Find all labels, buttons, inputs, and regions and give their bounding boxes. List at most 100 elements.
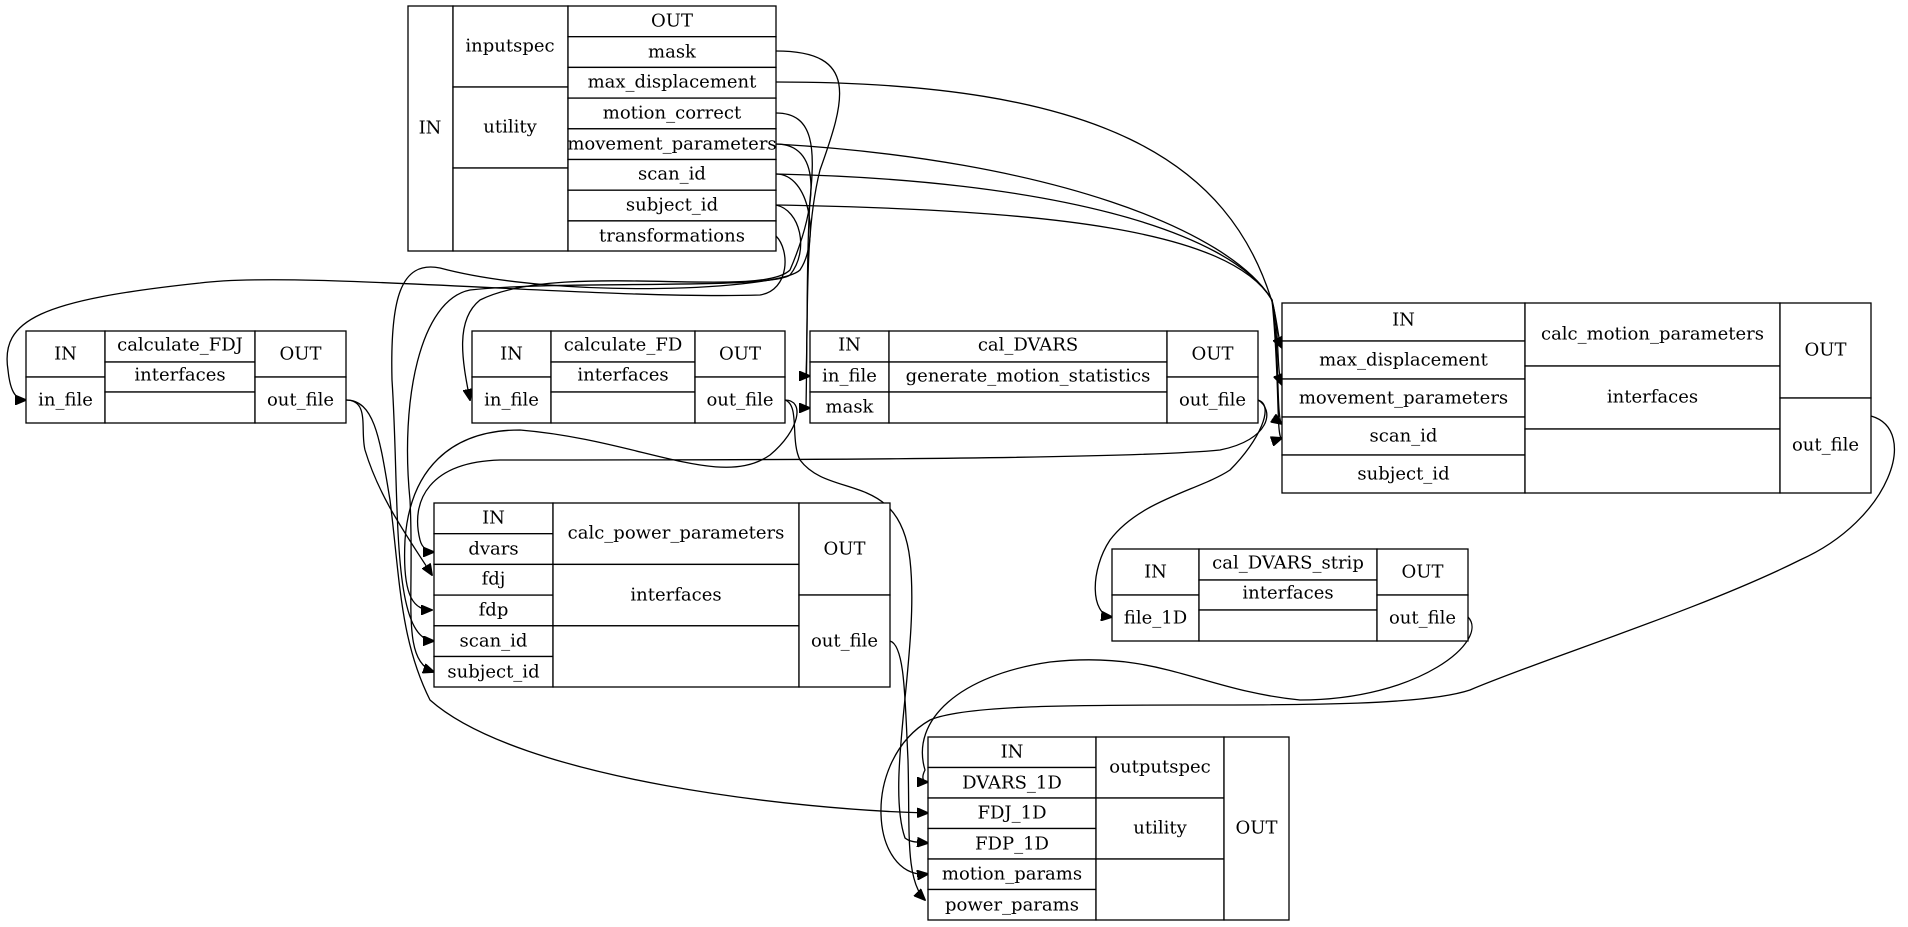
port-cell[interactable]: [567, 220, 777, 252]
calc-motion-blank-cell: [1524, 428, 1781, 494]
calc-motion-out-cell: [1779, 302, 1872, 399]
calculate-fdj-out-label: OUT: [280, 344, 322, 365]
port-dvars: dvars: [468, 539, 518, 560]
edge-scan-id-power: [391, 173, 811, 641]
cal-dvars-type-cell: [888, 361, 1168, 393]
port-cell[interactable]: [1281, 378, 1526, 418]
node-cal-dvars-strip[interactable]: IN file_1D cal_DVARS_strip interfaces OU…: [1111, 548, 1469, 642]
calculate-fd-in-cell: [471, 330, 552, 378]
edge-movement-params-to-fd: [461, 143, 812, 400]
port-motion-params: motion_params: [942, 864, 1082, 885]
calc-power-type: interfaces: [630, 585, 721, 606]
port-in-file: in_file: [38, 390, 93, 411]
inputspec-out-cell: [567, 5, 777, 38]
port-cell[interactable]: [927, 858, 1097, 891]
port-out-file: out_file: [1792, 435, 1859, 456]
node-cal-dvars[interactable]: IN in_file mask cal_DVARS generate_motio…: [809, 330, 1259, 424]
edge-strip-to-outputspec: [922, 616, 1473, 782]
outputspec-out-cell: [1223, 736, 1290, 921]
port-cell[interactable]: [1281, 340, 1526, 380]
port-cell[interactable]: [567, 97, 777, 130]
cal-dvars-strip-blank-cell: [1198, 609, 1378, 642]
port-mask: mask: [648, 42, 697, 63]
port-cell[interactable]: [798, 594, 891, 688]
port-motion-correct: motion_correct: [603, 103, 742, 124]
port-cell[interactable]: [927, 827, 1097, 860]
port-cell[interactable]: [694, 376, 786, 424]
calc-motion-name: calc_motion_parameters: [1541, 324, 1764, 345]
port-dvars-1d: DVARS_1D: [962, 773, 1062, 794]
cal-dvars-strip-in-cell: [1111, 548, 1200, 596]
port-cell[interactable]: [1281, 454, 1526, 494]
outputspec-type-cell: [1095, 797, 1225, 860]
port-in-file: in_file: [822, 366, 877, 387]
cal-dvars-strip-type: interfaces: [1242, 583, 1333, 604]
calculate-fdj-blank-cell: [104, 391, 256, 424]
port-cell[interactable]: [254, 376, 347, 424]
node-calculate-fdj[interactable]: IN in_file calculate_FDJ interfaces OUT …: [25, 330, 347, 424]
port-fdj-1d: FDJ_1D: [977, 803, 1046, 824]
port-max-displacement: max_displacement: [588, 72, 758, 93]
port-cell[interactable]: [1376, 594, 1469, 642]
port-fdj: fdj: [482, 569, 506, 590]
node-outputspec[interactable]: IN DVARS_1D FDJ_1D FDP_1D motion_params …: [927, 736, 1290, 921]
calculate-fdj-type-cell: [104, 361, 256, 393]
calculate-fd-name-cell: [550, 330, 696, 363]
port-scan-id: scan_id: [460, 631, 528, 652]
edge-motion-to-outputspec: [880, 415, 1896, 874]
calculate-fd-type-cell: [550, 361, 696, 393]
node-inputspec[interactable]: IN inputspec utility OUT mask max_displa…: [407, 5, 777, 252]
port-out-file: out_file: [1389, 608, 1456, 629]
port-subject-id: subject_id: [626, 195, 718, 216]
port-cell[interactable]: [927, 797, 1097, 830]
cal-dvars-in-label: IN: [838, 335, 861, 356]
port-cell[interactable]: [567, 128, 777, 161]
edge-subject-id-power: [406, 204, 802, 672]
port-cell[interactable]: [1166, 376, 1259, 424]
port-cell[interactable]: [567, 189, 777, 222]
calc-motion-in-label: IN: [1392, 310, 1415, 331]
calculate-fd-out-cell: [694, 330, 786, 378]
port-cell[interactable]: [567, 36, 777, 69]
calculate-fdj-out-cell: [254, 330, 347, 378]
port-cell[interactable]: [1111, 594, 1200, 642]
calc-power-out-cell: [798, 502, 891, 596]
edges: [6, 50, 1896, 900]
edge-scan-id-motion: [775, 173, 1282, 424]
port-cell[interactable]: [1281, 416, 1526, 456]
edge-fd-to-power: [403, 399, 798, 610]
calc-motion-out-label: OUT: [1805, 340, 1847, 361]
port-movement-parameters: movement_parameters: [1299, 388, 1508, 409]
port-cell[interactable]: [433, 625, 554, 658]
calculate-fd-blank-cell: [550, 391, 696, 424]
outputspec-in-label: IN: [1001, 742, 1024, 763]
node-calc-power-parameters[interactable]: IN dvars fdj fdp scan_id subject_id calc…: [433, 502, 891, 688]
edge-fd-to-outputspec: [784, 399, 928, 843]
cal-dvars-name-cell: [888, 330, 1168, 363]
inputspec-name: inputspec: [465, 36, 554, 57]
cal-dvars-strip-name: cal_DVARS_strip: [1212, 553, 1364, 574]
port-cell[interactable]: [809, 391, 890, 424]
calc-motion-type-cell: [1524, 365, 1781, 430]
outputspec-type: utility: [1133, 818, 1187, 839]
node-calculate-fd[interactable]: IN in_file calculate_FD interfaces OUT o…: [471, 330, 786, 424]
edge-subject-id-motion: [775, 204, 1282, 438]
port-scan-id: scan_id: [1370, 426, 1438, 447]
port-movement-parameters: movement_parameters: [567, 134, 776, 155]
calculate-fdj-name-cell: [104, 330, 256, 363]
cal-dvars-out-cell: [1166, 330, 1259, 378]
calculate-fdj-in-label: IN: [54, 344, 77, 365]
calculate-fdj-name: calculate_FDJ: [117, 335, 243, 356]
port-cell[interactable]: [809, 361, 890, 393]
outputspec-blank-cell: [1095, 858, 1225, 921]
calc-power-in-cell: [433, 502, 554, 535]
port-cell[interactable]: [1779, 397, 1872, 494]
cal-dvars-strip-out-label: OUT: [1402, 562, 1444, 583]
port-cell[interactable]: [567, 158, 777, 191]
port-subject-id: subject_id: [1357, 464, 1449, 485]
node-calc-motion-parameters[interactable]: IN max_displacement movement_parameters …: [1281, 302, 1872, 494]
port-mask: mask: [826, 397, 875, 418]
inputspec-blank-cell: [452, 167, 569, 252]
port-cell[interactable]: [433, 563, 554, 596]
